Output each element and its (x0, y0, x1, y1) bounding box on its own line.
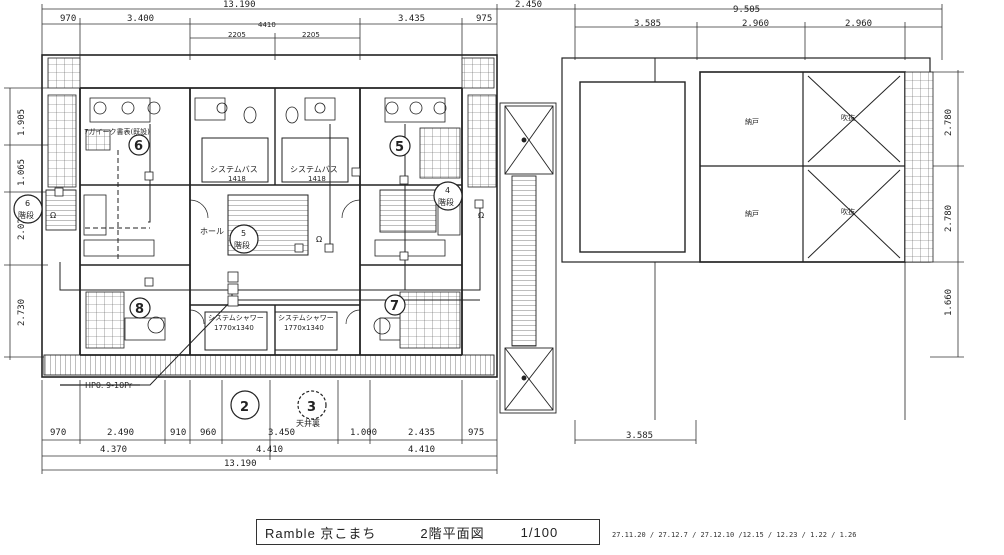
dim-bottom-seg3: 910 (170, 428, 186, 438)
dim-top-mid: 2.450 (515, 0, 542, 10)
dim-bottom-seg7: 2.435 (408, 428, 435, 438)
dim-top-seg5: 975 (476, 14, 492, 24)
dim-bottom-seg5: 3.450 (268, 428, 295, 438)
dim-left-b: 1.065 (17, 159, 27, 186)
dim-bottom-overall: 13.190 (224, 459, 257, 469)
marker-2: 2 (240, 400, 249, 415)
room-markers (13, 134, 463, 420)
dim-top-r3: 2.960 (845, 19, 872, 29)
shower1-size: 1770x1340 (214, 324, 254, 332)
shower2-size: 1770x1340 (284, 324, 324, 332)
room-8-label: 8 (135, 302, 144, 317)
void-1-label: 吹抜 (841, 113, 855, 122)
dim-left-c: 2.020 (17, 213, 27, 240)
dim-top-r1: 3.585 (634, 19, 661, 29)
stair-6-number: 6 (25, 199, 30, 208)
bath1-label: システムバス (210, 165, 258, 174)
left-dimensions (4, 87, 48, 360)
storage-2-label: 納戸 (745, 209, 759, 218)
stair-5-number: 5 (241, 229, 246, 238)
dim-bottom-seg1: 970 (50, 428, 66, 438)
dim-top-seg1: 970 (60, 14, 76, 24)
dim-right-b: 2.780 (944, 205, 954, 232)
revision-dates: 27.11.20 / 27.12.7 / 27.12.10 /12.15 / 1… (612, 531, 857, 539)
drawing-name: 2階平面図 (420, 525, 485, 541)
stair-6-label: 階段 (18, 210, 34, 220)
dim-top-seg4: 3.435 (398, 14, 425, 24)
dim-top-sub1: 2205 (228, 31, 246, 39)
dim-left-a: 1.905 (17, 109, 27, 136)
bath2-label: システムバス (290, 165, 338, 174)
fixtures (54, 167, 484, 307)
dim-top-sub2: 2205 (302, 31, 320, 39)
omega-symbol-left: Ω (50, 211, 56, 220)
dim-bottom-half1: 4.370 (100, 445, 127, 455)
hall-label: ホール (200, 227, 224, 236)
stair-5-label: 階段 (234, 240, 250, 250)
marker-3: 3 (307, 400, 316, 415)
attic-label: 天井裏 (296, 418, 320, 428)
dim-right-c: 1.660 (944, 289, 954, 316)
dim-bottom-halfmid: 4.410 (256, 445, 283, 455)
drawing-scale: 1/100 (520, 524, 559, 540)
void-2-label: 吹抜 (841, 207, 855, 216)
middle-strip (499, 102, 557, 414)
dim-top-seg3: 4410 (258, 21, 276, 29)
room-5-label: 5 (395, 140, 404, 155)
shower1-label: システムシャワー (208, 314, 264, 322)
dim-top-r2: 2.960 (742, 19, 769, 29)
bath2-size: 1418 (308, 175, 326, 183)
pipe-spec-label: HP0. 9-10Pr (85, 381, 133, 390)
omega-symbol-center: Ω (316, 235, 322, 244)
dim-left-d: 2.730 (17, 299, 27, 326)
shower2-label: システムシャワー (278, 314, 334, 322)
note-label: 7ガイーク書表(既設) (84, 127, 150, 136)
dim-bottom-seg4: 960 (200, 428, 216, 438)
dim-bottom-seg2: 2.490 (107, 428, 134, 438)
dim-bottom-right: 3.585 (626, 431, 653, 441)
project-name: Ramble 京こまち (265, 525, 377, 541)
bath1-size: 1418 (228, 175, 246, 183)
top-dimensions (41, 4, 943, 60)
main-building (41, 54, 498, 378)
dim-top-overall: 13.190 (223, 0, 256, 10)
storage-1-label: 納戸 (745, 117, 759, 126)
stair-4-number: 4 (445, 186, 450, 195)
omega-symbol-right: Ω (478, 211, 484, 220)
bottom-dimensions (41, 380, 697, 474)
title-block: Ramble 京こまち 2階平面図 1/100 (256, 519, 600, 545)
right-dimensions (930, 70, 964, 358)
dim-bottom-half2: 4.410 (408, 445, 435, 455)
room-7-label: 7 (390, 299, 399, 314)
dim-bottom-seg6: 1.000 (350, 428, 377, 438)
dim-bottom-seg8: 975 (468, 428, 484, 438)
right-building (561, 57, 934, 420)
stair-4-label: 階段 (438, 197, 454, 207)
dim-right-a: 2.780 (944, 109, 954, 136)
room-6-label: 6 (134, 139, 143, 154)
dim-top-right: 9.505 (733, 5, 760, 15)
dim-top-seg2: 3.400 (127, 14, 154, 24)
